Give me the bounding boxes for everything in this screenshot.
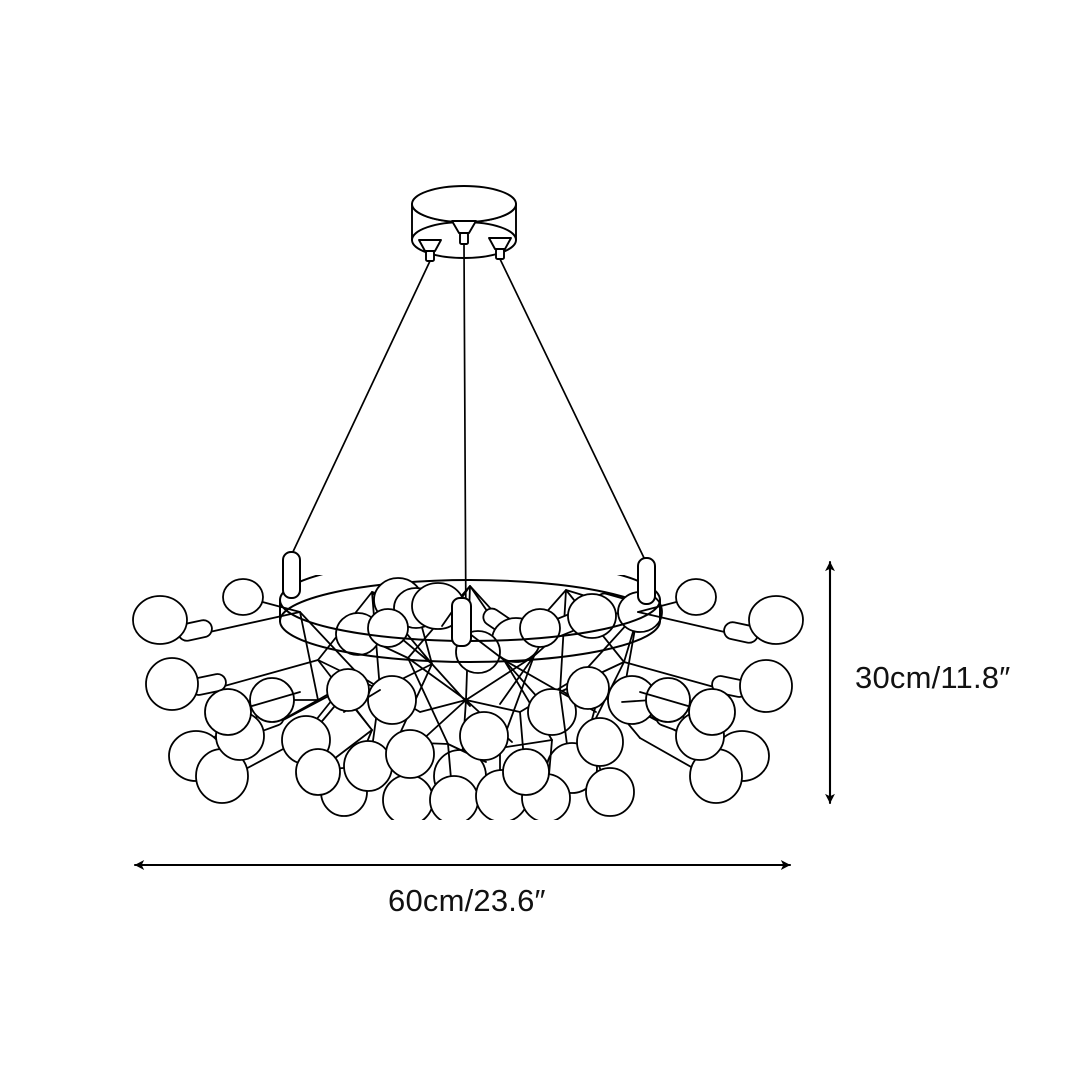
dimension-arrows: [133, 560, 835, 870]
cable-right: [499, 258, 647, 563]
cable-grip-right: [488, 237, 512, 260]
cable-center: [463, 243, 467, 642]
width-dimension-label: 60cm/23.6″: [388, 883, 546, 918]
cable-grip-center: [451, 220, 477, 245]
height-dimension-label: 30cm/11.8″: [855, 660, 1011, 695]
cable-left: [290, 260, 431, 557]
cable-connectors: [282, 551, 656, 647]
suspension-cables: [290, 243, 647, 642]
ring-front-bottom: [279, 620, 661, 663]
bulb-cluster: [132, 575, 804, 820]
